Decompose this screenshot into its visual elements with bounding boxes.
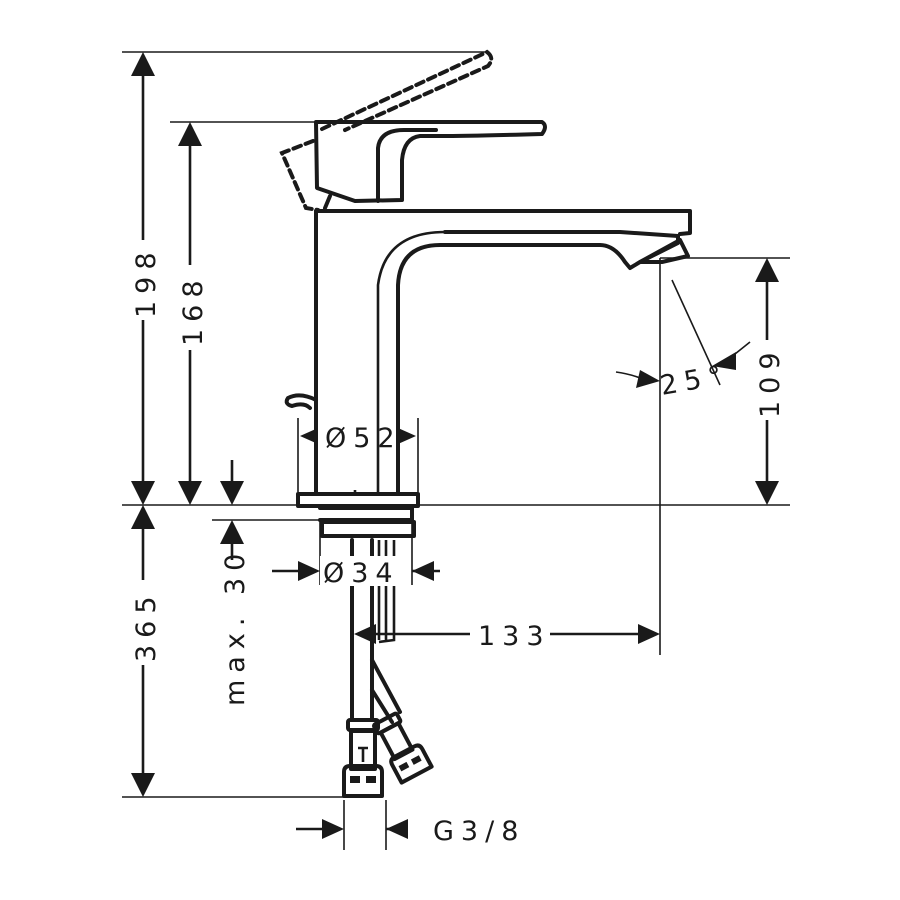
- lever-base-foot: [323, 194, 332, 210]
- fitting-straight: [342, 718, 384, 798]
- spout-inner-lower: [376, 230, 446, 492]
- spout-top: [314, 209, 692, 236]
- label-109: 109: [755, 345, 786, 418]
- label-365: 365: [131, 589, 162, 662]
- aerator: [638, 238, 690, 264]
- label-diameter-34: Ø34: [323, 558, 400, 589]
- label-diameter-52: Ø52: [325, 423, 402, 454]
- faucet-outline: [279, 49, 692, 798]
- dimension-lines: [122, 51, 790, 850]
- label-198: 198: [131, 245, 162, 318]
- label-g3-8: G3/8: [433, 816, 525, 847]
- lever: [314, 120, 547, 203]
- spout-inner-upper: [396, 230, 680, 494]
- fitting-angled: [372, 711, 434, 785]
- mounting-nut: [320, 520, 416, 538]
- label-max-30: max. 30: [220, 547, 251, 706]
- label-133: 133: [478, 621, 551, 652]
- label-25-degrees: 25°: [658, 359, 731, 401]
- lever-inner-line: [376, 128, 438, 203]
- popup-lever: [284, 393, 318, 410]
- label-168: 168: [178, 273, 209, 346]
- mounting-washer: [318, 506, 414, 522]
- dimension-labels: 198 168 365 max. 30 109 25° Ø52 Ø34 133 …: [131, 245, 786, 847]
- lever-open-position: [279, 49, 494, 212]
- threaded-rod: [377, 540, 396, 644]
